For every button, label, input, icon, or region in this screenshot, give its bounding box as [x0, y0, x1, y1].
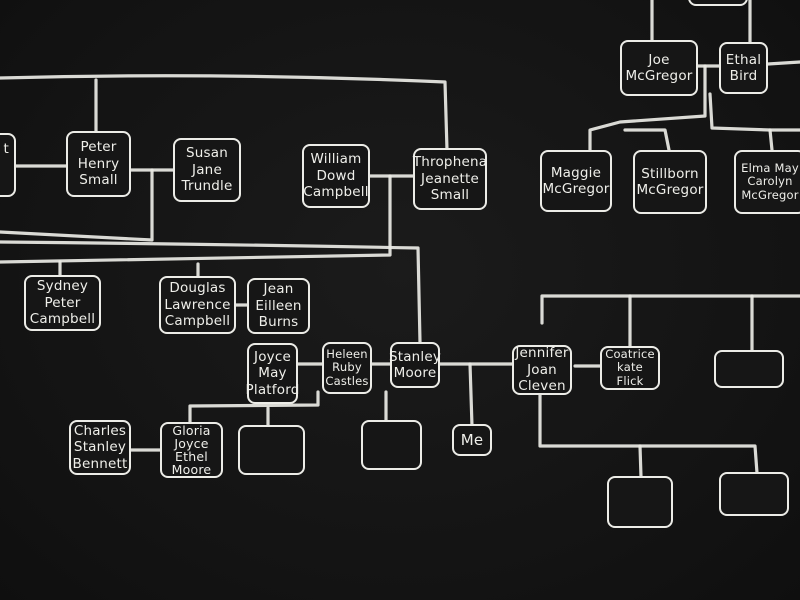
person-box-gloria-joyce-ethel-moore: Gloria Joyce Ethel Moore	[160, 422, 223, 478]
person-box-elma-may-carolyn-mcgregor: Elma May Carolyn McGregor	[734, 150, 800, 214]
empty-box-cleven-child-left	[607, 476, 673, 528]
empty-box-right-generation	[714, 350, 784, 388]
person-box-me: Me	[452, 424, 492, 456]
person-box-jennifer-joan-cleven: Jennifer Joan Cleven	[512, 345, 572, 395]
empty-box-platford-child	[238, 425, 305, 475]
person-box-peter-henry-small: Peter Henry Small	[66, 131, 131, 197]
person-box-sydney-peter-campbell: Sydney Peter Campbell	[24, 275, 101, 331]
person-box-throphena-jeanette-small: Throphena Jeanette Small	[413, 148, 487, 210]
person-box-william-dowd-campbell: William Dowd Campbell	[302, 144, 370, 208]
person-box-partial-left: t	[0, 133, 16, 197]
person-box-stillborn-mcgregor: Stillborn McGregor	[633, 150, 707, 214]
person-box-joe-mcgregor: Joe McGregor	[620, 40, 698, 96]
empty-box-castles-child	[361, 420, 422, 470]
person-box-ethal-bird: Ethal Bird	[719, 42, 768, 94]
person-box-douglas-lawrence-campbell: Douglas Lawrence Campbell	[159, 276, 236, 334]
person-box-maggie-mcgregor: Maggie McGregor	[540, 150, 612, 212]
person-box-stanley-moore: Stanley Moore	[389, 342, 441, 388]
person-box-jean-eilleen-burns: Jean Eilleen Burns	[247, 278, 310, 334]
person-box-charles-stanley-bennett: Charles Stanley Bennett	[69, 420, 131, 475]
person-box-coatrice-kate-flick: Coatrice kate Flick	[600, 346, 660, 390]
person-box-susan-jane-trundle: Susan Jane Trundle	[173, 138, 241, 202]
person-box-joyce-may-platford: Joyce May Platford	[246, 343, 299, 404]
person-box-heleen-ruby-castles: Heleen Ruby Castles	[322, 342, 372, 394]
partial-box-top	[688, 0, 748, 6]
empty-box-cleven-child-right	[719, 472, 789, 516]
